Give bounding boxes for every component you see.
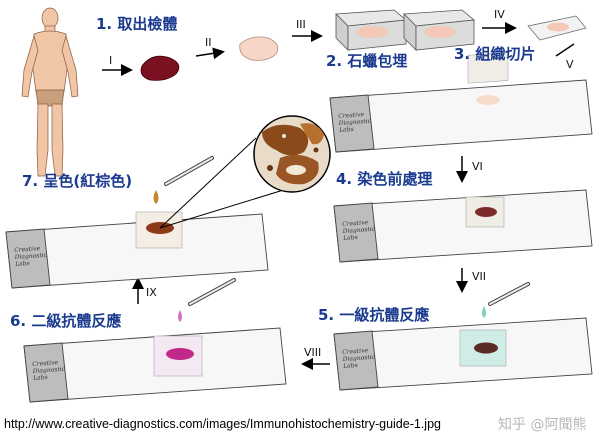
numeral-ix: IX (146, 286, 157, 299)
numeral-vi: VI (472, 160, 483, 173)
human-figure (21, 7, 79, 177)
numeral-iii: III (296, 18, 306, 31)
tissue-specimen (140, 55, 180, 81)
fixed-specimen (239, 36, 279, 61)
watermark: 知乎 @阿聞熊 (498, 417, 587, 433)
tissue-section (527, 15, 587, 41)
numeral-ii: II (205, 36, 212, 49)
numeral-v: V (566, 58, 574, 71)
dropper-chromogen (153, 156, 214, 204)
zoom-line-1 (159, 137, 257, 229)
paraffin-block-1 (335, 9, 407, 51)
microscope-view (253, 115, 331, 193)
slide-5 (333, 317, 593, 391)
arrow-ii (195, 47, 225, 60)
numeral-iv: IV (494, 8, 505, 21)
slide-4-label: Creative Diagnostic Labs (342, 219, 376, 242)
numeral-vii: VII (472, 270, 487, 283)
slide-3-label: Creative Diagnostic Labs (338, 111, 372, 134)
slide-5-label: Creative Diagnostic Labs (342, 347, 376, 370)
slide-7-label: Creative Diagnostic Labs (14, 245, 48, 268)
step-4-label: 4. 染色前處理 (336, 170, 433, 188)
numeral-i: I (109, 54, 113, 67)
dropper-primary (482, 282, 530, 318)
slide-3 (329, 52, 593, 153)
step-7-label: 7. 呈色(紅棕色) (22, 172, 133, 190)
slide-6-label: Creative Diagnostic Labs (32, 359, 66, 382)
step-6-label: 6. 二級抗體反應 (10, 312, 122, 330)
paraffin-block-2 (403, 9, 475, 51)
step-1-label: 1. 取出檢體 (96, 15, 178, 33)
step-5-label: 5. 一級抗體反應 (318, 306, 430, 324)
source-url: http://www.creative-diagnostics.com/imag… (4, 417, 441, 431)
slide-6 (23, 327, 287, 403)
microtome-blade (555, 43, 575, 57)
slide-4 (333, 189, 593, 263)
slide-7 (5, 211, 269, 289)
dropper-secondary (178, 278, 236, 322)
numeral-viii: VIII (304, 346, 322, 359)
step-2-label: 2. 石蠟包埋 (326, 52, 408, 70)
step-3-label: 3. 組織切片 (454, 45, 536, 63)
